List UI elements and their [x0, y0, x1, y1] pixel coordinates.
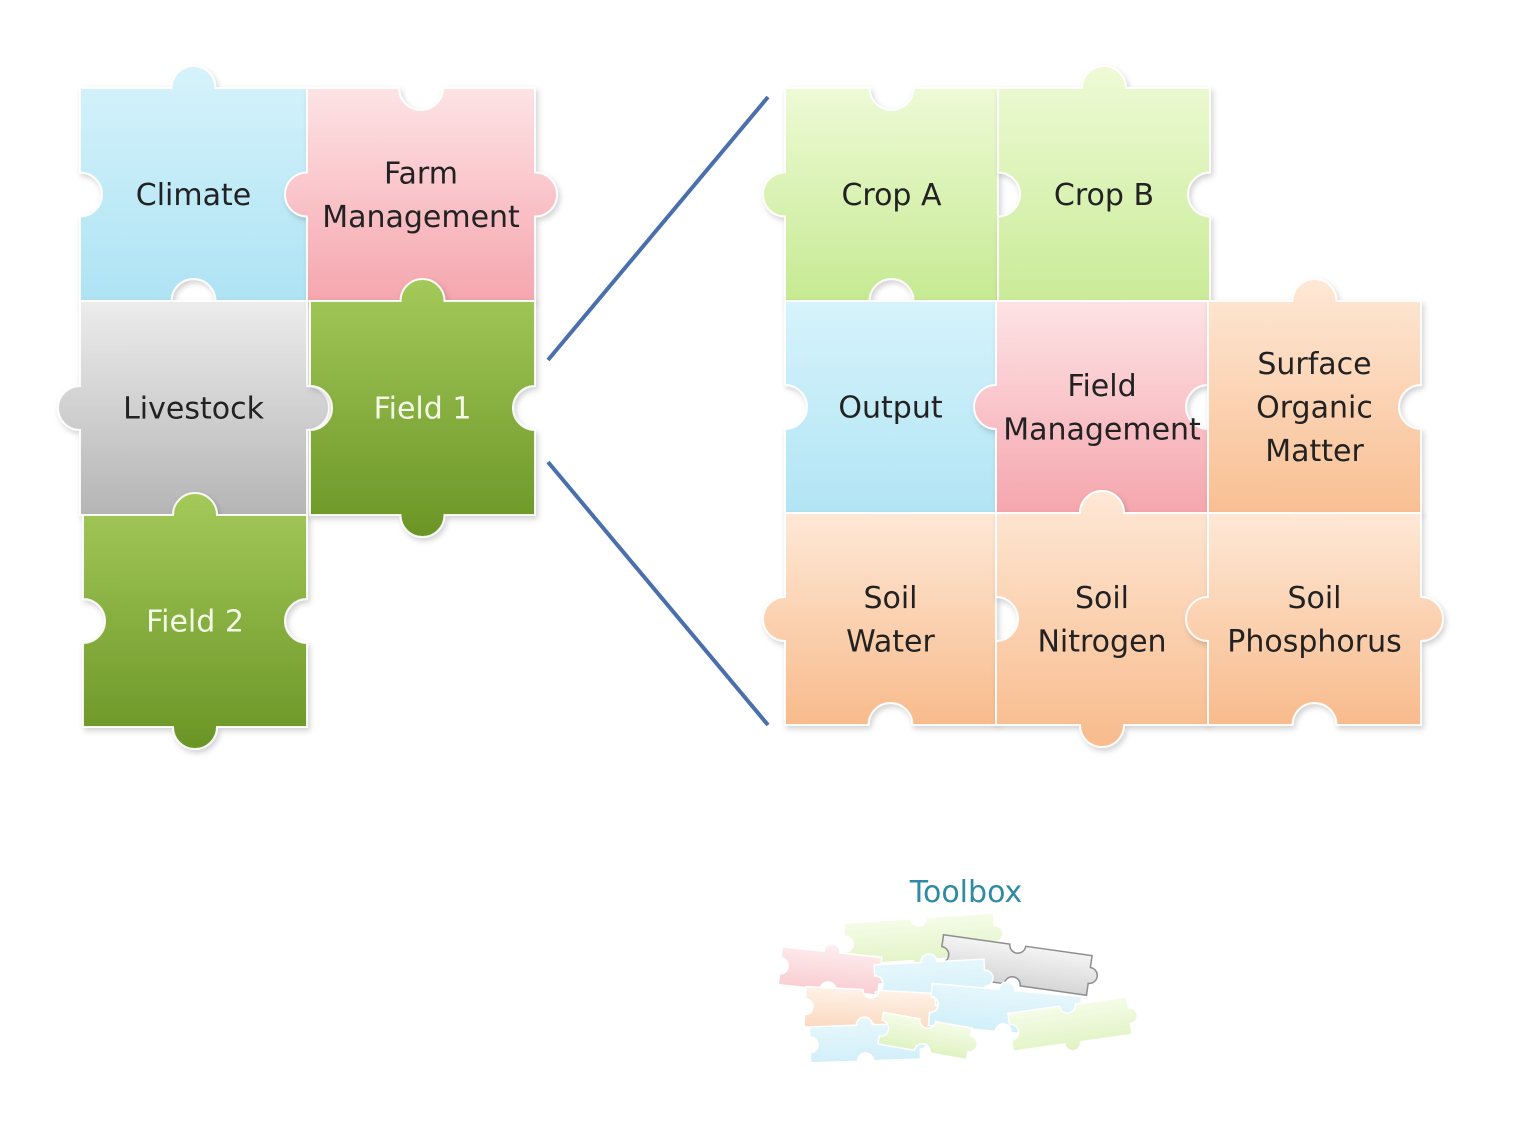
toolbox-piece — [1007, 995, 1139, 1053]
output-piece: Output — [784, 300, 997, 536]
field-1-piece-shape — [309, 278, 536, 538]
crop-b-piece: Crop B — [997, 65, 1211, 324]
farm-management-piece-label-line: Management — [322, 200, 520, 235]
crop-a-piece-shape — [762, 87, 999, 302]
soil-nitrogen-piece-shape — [995, 490, 1209, 748]
crop-a-piece-label-line: Crop A — [841, 178, 942, 213]
zoom-line-top — [546, 95, 770, 362]
soil-water-piece-label-line: Water — [846, 624, 935, 659]
crop-a-piece: Crop A — [762, 87, 999, 302]
livestock-piece-label-line: Livestock — [123, 392, 265, 427]
toolbox-piece — [877, 1011, 979, 1061]
soil-water-piece-shape — [762, 512, 997, 726]
field-1-piece-label-line: Field 1 — [374, 392, 472, 427]
field-2-piece: Field 2 — [82, 492, 308, 750]
field-2-piece-shape — [82, 492, 308, 750]
field-management-piece-label-line: Management — [1003, 412, 1201, 447]
surface-organic-matter-piece-label-line: Surface — [1257, 347, 1371, 382]
surface-organic-matter-piece-label-line: Matter — [1265, 434, 1364, 469]
climate-piece: Climate — [79, 65, 308, 302]
field-2-piece-label-line: Field 2 — [146, 605, 244, 640]
livestock-piece: Livestock — [57, 300, 330, 516]
soil-nitrogen-piece-label-line: Nitrogen — [1037, 624, 1166, 659]
farm-management-piece-shape — [284, 87, 558, 302]
farm-management-piece-label-line: Farm — [384, 156, 458, 191]
soil-phosphorus-piece-shape — [1185, 512, 1444, 726]
climate-piece-shape — [79, 65, 308, 302]
climate-piece-label-line: Climate — [136, 178, 251, 213]
soil-phosphorus-piece-label-line: Soil — [1287, 581, 1341, 616]
soil-water-piece-label-line: Soil — [863, 581, 917, 616]
soil-phosphorus-piece-label-line: Phosphorus — [1227, 624, 1401, 659]
field-1-piece: Field 1 — [309, 278, 536, 538]
field-management-piece-label-line: Field — [1067, 369, 1136, 404]
zoom-line-bottom — [546, 460, 770, 727]
output-piece-label-line: Output — [838, 391, 942, 426]
toolbox-label: Toolbox — [909, 875, 1023, 910]
surface-organic-matter-piece-label-line: Organic — [1256, 391, 1373, 426]
soil-nitrogen-piece-label-line: Soil — [1075, 581, 1129, 616]
toolbox-pile — [777, 912, 1139, 1064]
crop-b-piece-label-line: Crop B — [1054, 178, 1154, 213]
field-management-piece-shape — [973, 300, 1209, 514]
